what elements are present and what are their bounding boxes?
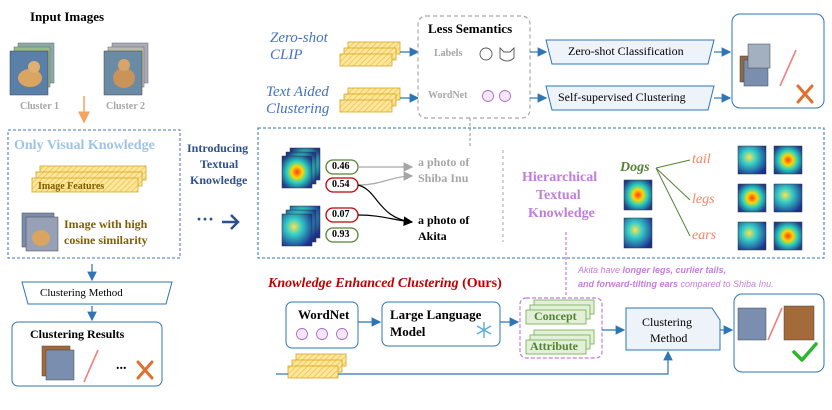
- arrow-curve-akita: [357, 184, 413, 223]
- akita-note-b: longer legs, curlier tails,: [622, 265, 727, 275]
- snowflake-icon: [476, 322, 492, 338]
- heatmap-images-right: [623, 145, 803, 251]
- clustering-method-label: Clustering Method: [40, 287, 123, 299]
- photo-of-1: a photo of: [418, 155, 470, 169]
- dogs-tree: [655, 159, 691, 237]
- clustering-method-bottom-box: [625, 307, 721, 351]
- tail-label: tail: [692, 152, 711, 167]
- high-cos-line1: Image with high: [64, 217, 148, 231]
- breed-1: Shiba Inu: [418, 171, 469, 185]
- similar-images: [21, 212, 59, 252]
- visual-box-title: Only Visual Knowledge: [14, 138, 155, 153]
- clustering-results-label: Clustering Results: [30, 327, 125, 341]
- score-4: 0.93: [332, 229, 350, 240]
- wordnet-bottom-icons: [296, 328, 348, 340]
- hier-line1: Hierarchical: [522, 170, 598, 185]
- photo-of-2: a photo of: [418, 213, 470, 227]
- zero-shot-line1: Zero-shot: [270, 30, 328, 46]
- llm-box: [381, 301, 501, 347]
- score-1: 0.46: [332, 161, 350, 172]
- high-cos-line2: cosine similarity: [64, 233, 148, 247]
- features-to-clustering-line: [338, 350, 673, 375]
- hier-line2: Textual: [536, 188, 581, 203]
- text-aided-feature-stack: [339, 87, 401, 113]
- score-2: 0.54: [332, 179, 350, 190]
- intro-line3: Knowledge: [190, 173, 248, 187]
- results-images: [41, 345, 75, 381]
- top-results-images: [739, 43, 771, 87]
- legs-label: legs: [692, 192, 715, 207]
- akita-note-a: Akita have: [578, 265, 623, 275]
- clustering-method-bottom-line1: Clustering: [642, 315, 692, 329]
- dogs-label: Dogs: [620, 160, 650, 175]
- concept-label: Concept: [534, 309, 577, 323]
- ears-label: ears: [692, 228, 717, 243]
- wordnet-icons: [482, 90, 511, 102]
- intro-dots: ···: [196, 209, 215, 229]
- clustering-method-bottom-line2: Method: [650, 331, 688, 345]
- breed-2: Akita: [418, 229, 447, 243]
- wordnet-top-label: WordNet: [428, 90, 468, 101]
- akita-note-c: and forward-tilting ears: [578, 279, 679, 289]
- self-supervised-clustering-label: Self-supervised Clustering: [558, 90, 686, 104]
- akita-note-line2: and forward-tilting ears compared to Shi…: [578, 279, 774, 290]
- clustering-method-box: [21, 281, 173, 305]
- kec-ours: (Ours): [462, 276, 502, 291]
- self-supervised-clustering-box: [545, 85, 715, 111]
- llm-line1: Large Language: [390, 307, 482, 322]
- arrow-score2-shiba: [357, 171, 414, 186]
- visual-knowledge-box: [7, 129, 181, 259]
- hier-line3: Knowledge: [528, 206, 595, 221]
- label-icons: [479, 46, 515, 62]
- attribute-stack: [525, 329, 595, 355]
- wordnet-bottom-label: WordNet: [298, 307, 350, 322]
- llm-line2: Model: [390, 324, 426, 339]
- zero-shot-classification-label: Zero-shot Classification: [568, 44, 684, 58]
- heatmap-images-left: [281, 147, 321, 247]
- cluster-1-label: Cluster 1: [20, 101, 59, 112]
- top-cross-icon: [796, 84, 814, 104]
- zero-shot-classification-box: [545, 39, 715, 65]
- concept-stack: [525, 299, 595, 325]
- image-features-label: Image Features: [38, 181, 105, 192]
- intro-line2: Textual: [200, 157, 239, 171]
- score-pill-4: [325, 227, 359, 243]
- bottom-results-images: [737, 305, 815, 341]
- intro-arrow: [222, 214, 240, 230]
- akita-note-d: compared to Shiba Inu.: [678, 279, 774, 289]
- intro-line1: Introducing: [187, 141, 249, 155]
- results-ellipsis: ...: [116, 358, 127, 373]
- results-slash: [83, 349, 99, 383]
- check-icon: [792, 342, 818, 362]
- akita-note-line1: Akita have longer legs, curlier tails,: [578, 265, 727, 276]
- bottom-feature-stack: [287, 353, 347, 379]
- image-features-stack: [31, 165, 147, 193]
- text-aided-line2: Clustering: [266, 101, 330, 117]
- cluster-2-label: Cluster 2: [106, 101, 145, 112]
- cross-icon: [136, 360, 154, 380]
- zero-shot-line2: CLIP: [270, 47, 303, 63]
- textual-knowledge-box: [257, 127, 825, 259]
- score-3: 0.07: [332, 209, 350, 220]
- input-images-title: Input Images: [30, 9, 105, 24]
- input-images-group: [9, 42, 149, 96]
- kec-title: Knowledge Enhanced Clustering (Ours): [268, 276, 502, 291]
- text-aided-line1: Text Aided: [266, 84, 329, 100]
- kec-title-text: Knowledge Enhanced Clustering: [268, 276, 459, 291]
- zero-shot-feature-stack: [339, 41, 401, 67]
- attribute-label: Attribute: [530, 339, 578, 353]
- labels-label: Labels: [434, 48, 463, 59]
- less-semantics-label: Less Semantics: [428, 21, 513, 36]
